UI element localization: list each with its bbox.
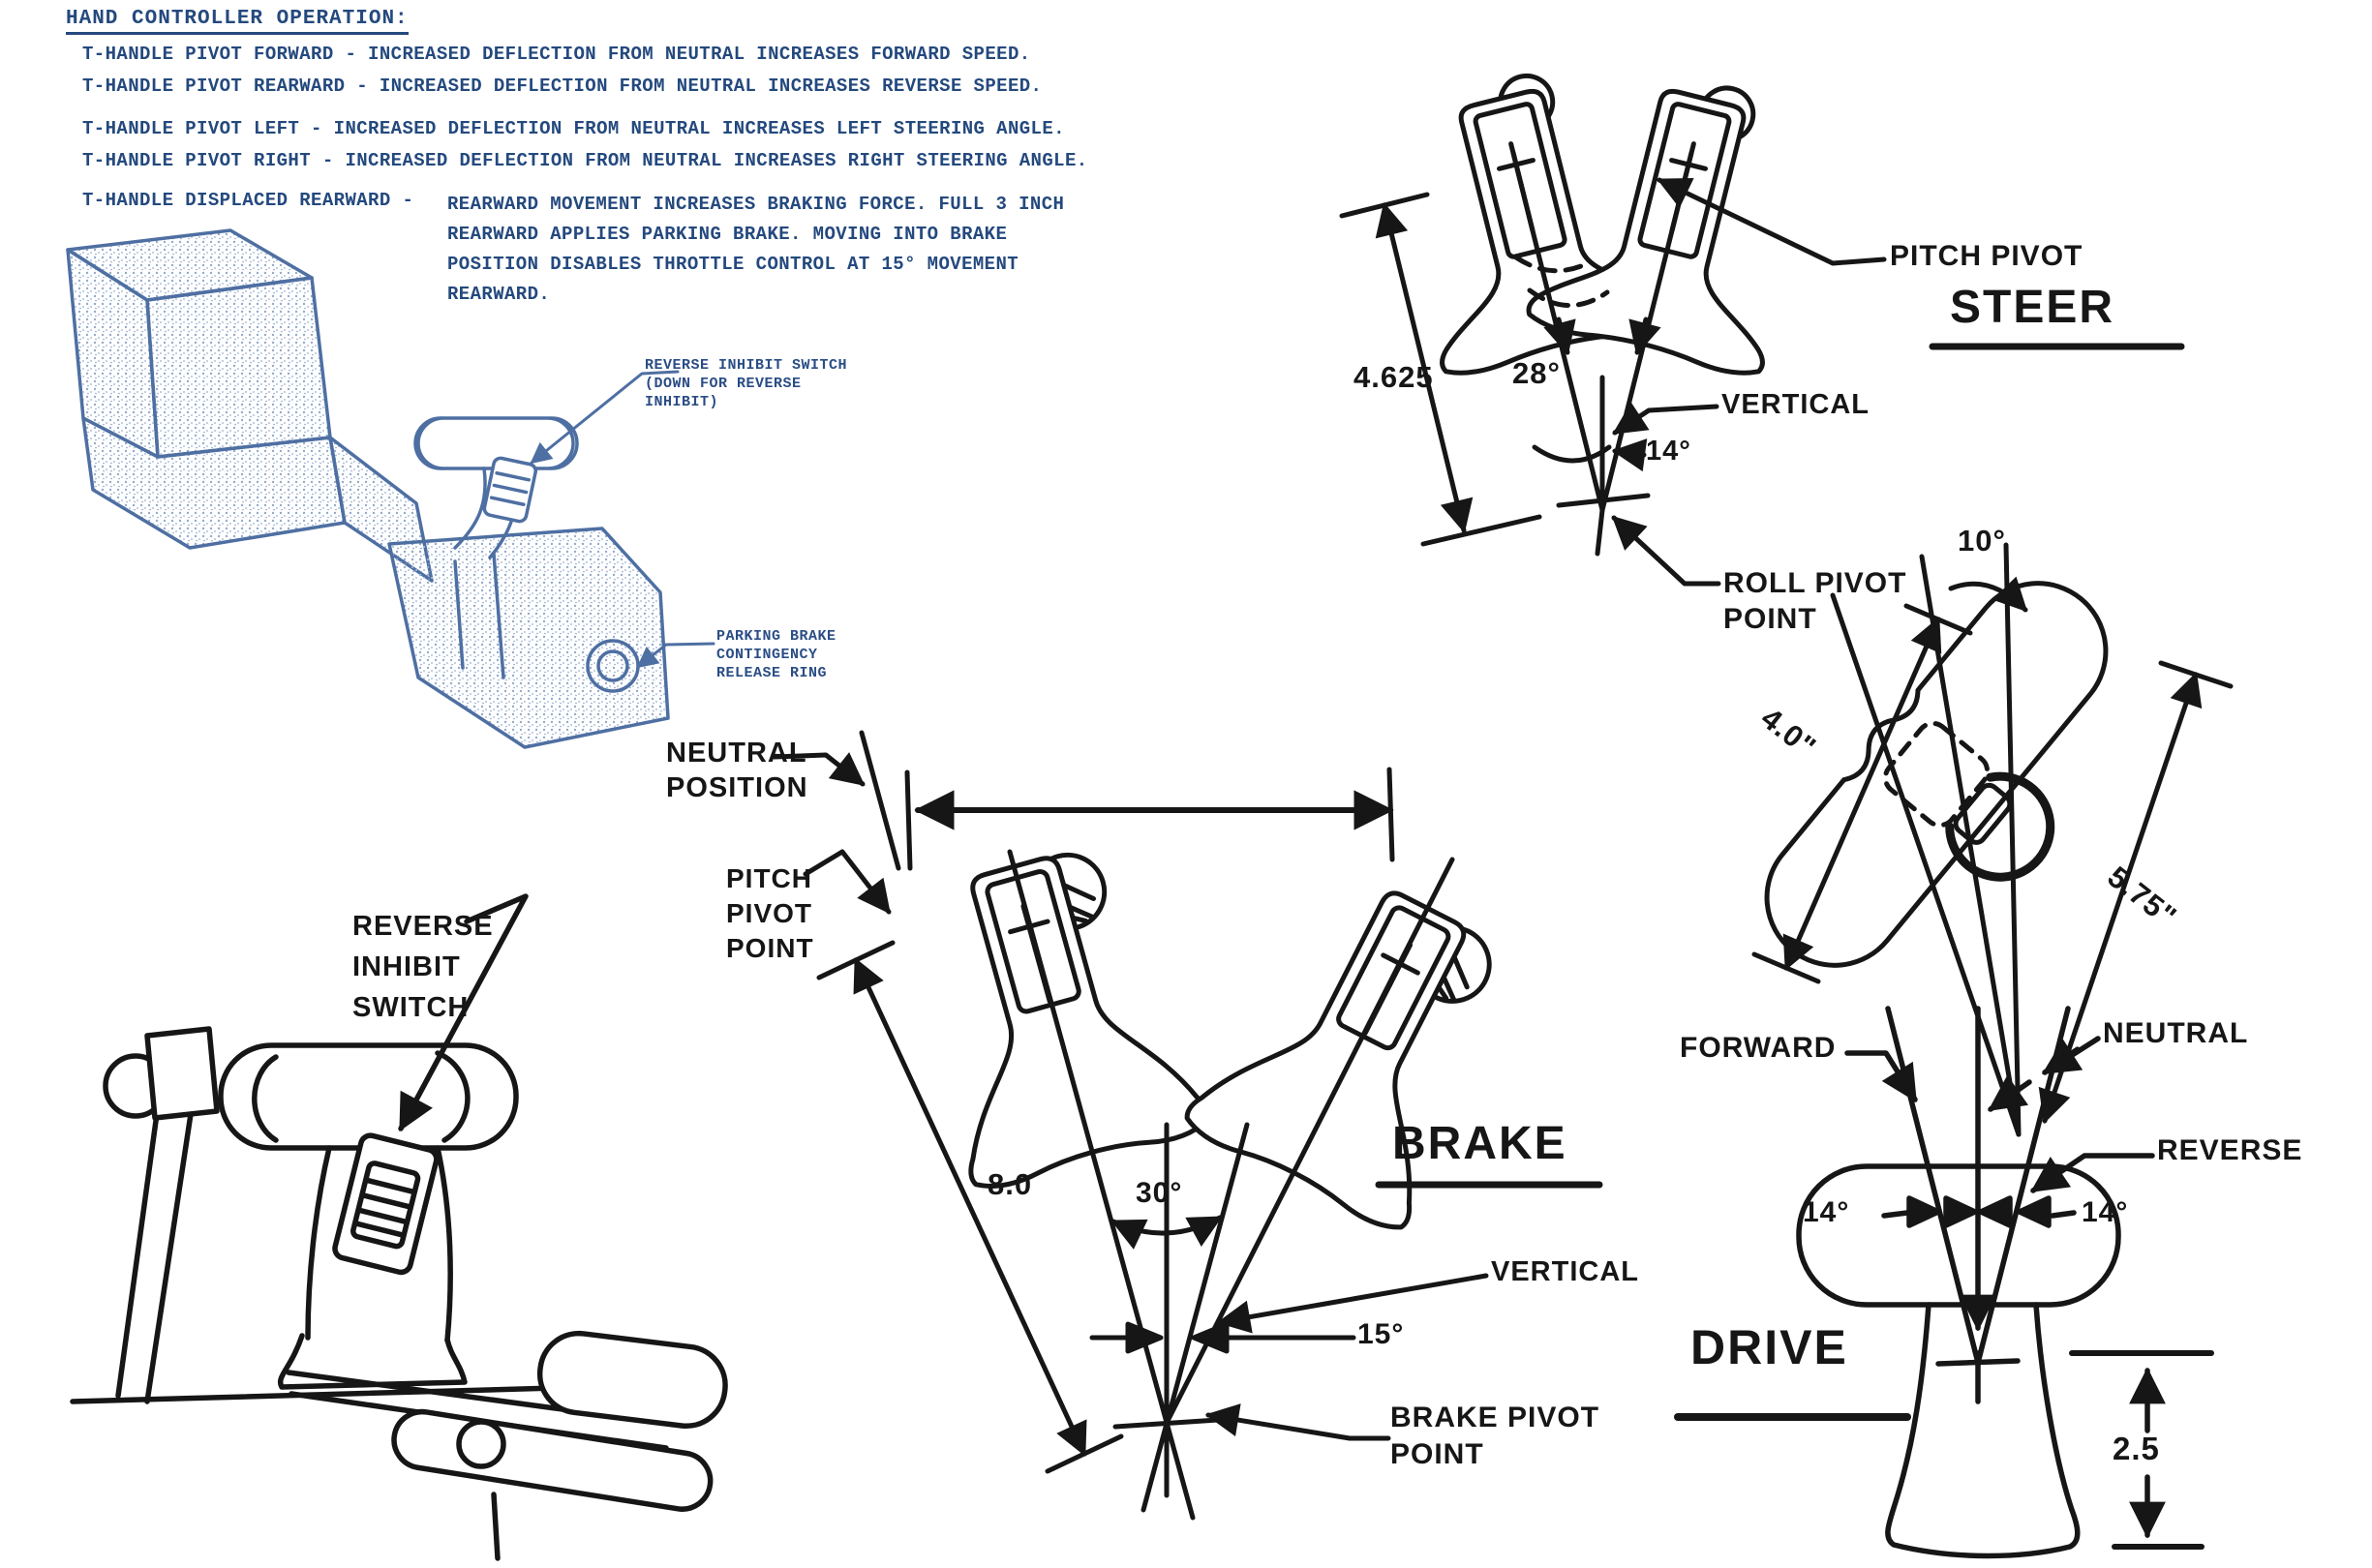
- parking-brake-ring-note: PARKING BRAKE CONTINGENCY RELEASE RING: [716, 628, 836, 681]
- reverse-inhibit-switch-label: REVERSE INHIBIT SWITCH: [352, 911, 494, 1023]
- roll-top-view-diagram: [1751, 542, 2234, 1137]
- neutral-position-label: NEUTRAL POSITION: [666, 738, 808, 803]
- steer-vertical-label: VERTICAL: [1721, 389, 1870, 420]
- brake-vertical-angle: 15°: [1357, 1318, 1405, 1350]
- brake-diagram: [772, 730, 1603, 1521]
- brake-span-angle: 30°: [1136, 1177, 1183, 1209]
- neutral-label: NEUTRAL: [2103, 1017, 2249, 1049]
- reverse-label: REVERSE: [2157, 1134, 2303, 1166]
- drive-height-dimension: 2.5: [2113, 1431, 2160, 1466]
- roll-angle-label: 10°: [1958, 524, 2006, 558]
- note-line-displaced-term: T-HANDLE DISPLACED REARWARD -: [82, 190, 414, 211]
- note-line-right: T-HANDLE PIVOT RIGHT - INCREASED DEFLECT…: [82, 150, 1088, 171]
- page-title: HAND CONTROLLER OPERATION:: [66, 8, 409, 35]
- brake-title: BRAKE: [1392, 1118, 1567, 1169]
- note-line-displaced-desc: REARWARD MOVEMENT INCREASES BRAKING FORC…: [447, 194, 1065, 305]
- note-line-left: T-HANDLE PIVOT LEFT - INCREASED DEFLECTI…: [82, 118, 1065, 139]
- drive-diagram: [1674, 1006, 2214, 1559]
- steer-diagram: [1339, 54, 2185, 587]
- steer-length-dimension: 4.625: [1353, 360, 1434, 394]
- reverse-inhibit-switch-note: REVERSE INHIBIT SWITCH (DOWN FOR REVERSE…: [645, 357, 848, 410]
- brake-length-dimension: 8.0: [988, 1167, 1033, 1201]
- steer-span-angle: 28°: [1512, 356, 1561, 390]
- drive-title: DRIVE: [1690, 1320, 1848, 1374]
- t-handle-drawing: [70, 893, 728, 1561]
- forward-label: FORWARD: [1680, 1032, 1837, 1064]
- pitch-pivot-label: PITCH PIVOT: [1890, 240, 2083, 272]
- brake-vertical-label: VERTICAL: [1491, 1256, 1639, 1287]
- controller-sketch-blue: [66, 228, 715, 749]
- note-line-rearward: T-HANDLE PIVOT REARWARD - INCREASED DEFL…: [82, 75, 1043, 97]
- steer-vertical-angle: 14°: [1646, 436, 1691, 467]
- drive-angle-left: 14°: [1803, 1196, 1850, 1228]
- brake-pitch-pivot-label: PITCH PIVOT POINT: [726, 863, 814, 963]
- roll-pivot-point-label: ROLL PIVOT POINT: [1723, 567, 1907, 635]
- brake-pivot-point-label: BRAKE PIVOT POINT: [1390, 1402, 1600, 1470]
- steer-title: STEER: [1950, 282, 2115, 333]
- drive-angle-right: 14°: [2082, 1196, 2129, 1228]
- note-line-forward: T-HANDLE PIVOT FORWARD - INCREASED DEFLE…: [82, 44, 1031, 65]
